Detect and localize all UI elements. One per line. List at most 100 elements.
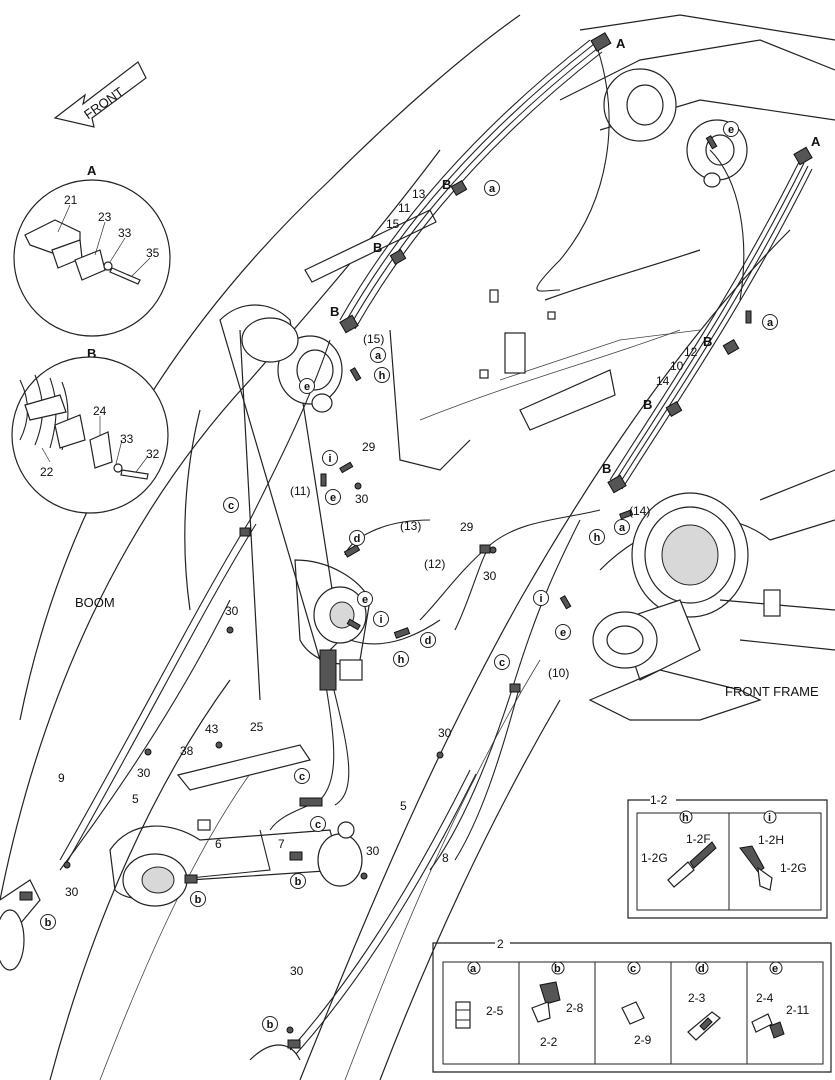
callout-30d: 30 <box>137 766 151 780</box>
letter-callout-h1: h <box>379 370 386 382</box>
callout-10: 10 <box>670 359 684 373</box>
letter-callout-b1: b <box>45 917 52 929</box>
letter-callout-a4: a <box>619 522 626 534</box>
letter-callout-h3: h <box>398 654 405 666</box>
letter-callout-i1: i <box>328 453 331 465</box>
callout-5b: 5 <box>400 799 407 813</box>
callout-p12: (12) <box>424 557 445 571</box>
legend-2: 2 a 2-5 b 2-8 2-2 c 2-9 d 2-3 e <box>432 937 832 1073</box>
callout-A-top: A <box>616 36 626 51</box>
callout-p10: (10) <box>548 666 569 680</box>
letter-callout-e2: e <box>330 492 336 504</box>
letter-callout-c1: c <box>228 500 234 512</box>
callout-B-6: B <box>602 461 611 476</box>
front-direction-arrow: FRONT <box>53 61 147 128</box>
letter-callout-a2: a <box>375 350 382 362</box>
callout-A-right: A <box>811 134 821 149</box>
letter-callout-circle <box>614 519 630 535</box>
callout-43: 43 <box>205 722 219 736</box>
legend-h-part-f: 1-2F <box>686 832 711 846</box>
legend-c-part: 2-9 <box>634 1033 652 1047</box>
letter-callout-circle <box>762 314 778 330</box>
callout-30g: 30 <box>366 844 380 858</box>
letter-callout-circle <box>370 347 386 363</box>
callout-30b: 30 <box>483 569 497 583</box>
legend-i-letter: i <box>768 812 771 824</box>
callout-8: 8 <box>442 851 449 865</box>
callout-25: 25 <box>250 720 264 734</box>
letter-callout-i2: i <box>379 614 382 626</box>
callout-30a: 30 <box>355 492 369 506</box>
letter-callout-e4: e <box>728 124 734 136</box>
legend-i-part-g: 1-2G <box>780 861 807 875</box>
callout-7: 7 <box>278 837 285 851</box>
callout-14: 14 <box>656 374 670 388</box>
legend-1-2-title: 1-2 <box>650 793 668 807</box>
callout-11: 11 <box>398 201 411 215</box>
letter-callout-c4: c <box>499 657 505 669</box>
letter-callout-d1: d <box>354 533 361 545</box>
callout-38: 38 <box>180 744 194 758</box>
legend-c-letter: c <box>630 963 636 975</box>
letter-callout-e1: e <box>304 381 310 393</box>
bolts <box>63 482 497 1034</box>
letter-callout-circle <box>310 816 326 832</box>
machine-outline <box>0 14 835 1080</box>
callout-30h: 30 <box>290 964 304 978</box>
letter-callout-circle <box>533 590 549 606</box>
callout-30e: 30 <box>438 726 452 740</box>
letter-callout-c2: c <box>299 771 305 783</box>
letter-callout-b2: b <box>195 894 202 906</box>
detail-a: A 21 23 33 35 <box>13 163 171 337</box>
callout-12: 12 <box>684 345 698 359</box>
callout-B-4: B <box>703 334 712 349</box>
letter-callout-i3: i <box>539 593 542 605</box>
number-callouts: 13 11 15 12 10 14 (15) (11) (13) (12) (1… <box>58 36 821 978</box>
letter-callout-c3: c <box>315 819 321 831</box>
boom-label: BOOM <box>75 595 115 610</box>
legend-h-part-g: 1-2G <box>641 851 668 865</box>
letter-callout-circle <box>555 624 571 640</box>
callout-30f: 30 <box>65 885 79 899</box>
callout-B-5: B <box>643 397 652 412</box>
legend-d-part: 2-3 <box>688 991 706 1005</box>
letter-callout-circle <box>374 367 390 383</box>
callout-B-2: B <box>373 240 382 255</box>
detail-a-title: A <box>87 163 97 178</box>
letter-callout-e5: e <box>560 627 566 639</box>
letter-callout-circle <box>494 654 510 670</box>
callout-29a: 29 <box>362 440 376 454</box>
letter-callout-circle <box>223 497 239 513</box>
front-frame-label: FRONT FRAME <box>725 684 819 699</box>
letter-callout-circle <box>349 530 365 546</box>
letter-callout-circle <box>299 378 315 394</box>
letter-callout-b4: b <box>267 1019 274 1031</box>
legend-h-letter: h <box>682 812 689 824</box>
detail-b: B 24 33 22 32 <box>11 346 169 514</box>
letter-callout-circle <box>393 651 409 667</box>
callout-B-1: B <box>442 177 451 192</box>
letter-callout-circle <box>322 450 338 466</box>
front-label: FRONT <box>81 84 126 122</box>
legend-2-title: 2 <box>497 937 504 951</box>
callout-30c: 30 <box>225 604 239 618</box>
callout-13: 13 <box>412 187 426 201</box>
letter-callout-circle <box>190 891 206 907</box>
letter-callout-b3: b <box>295 876 302 888</box>
letter-callout-circle <box>325 489 341 505</box>
callout-9: 9 <box>58 771 65 785</box>
legend-e-part-2: 2-11 <box>786 1003 809 1017</box>
legend-d-letter: d <box>698 963 705 975</box>
letter-callout-circle <box>420 632 436 648</box>
letter-callout-circle <box>294 768 310 784</box>
letter-callout-circle <box>290 873 306 889</box>
callout-p11: (11) <box>290 484 310 498</box>
detail-b-circle <box>11 356 169 514</box>
callout-p14: (14) <box>629 504 650 518</box>
legend-i-part-h: 1-2H <box>758 833 784 847</box>
detail-b-title: B <box>87 346 96 361</box>
legend-1-2: 1-2 h 1-2F 1-2G i 1-2H 1-2G <box>627 793 828 919</box>
letter-callout-circle <box>373 611 389 627</box>
callout-5a: 5 <box>132 792 139 806</box>
